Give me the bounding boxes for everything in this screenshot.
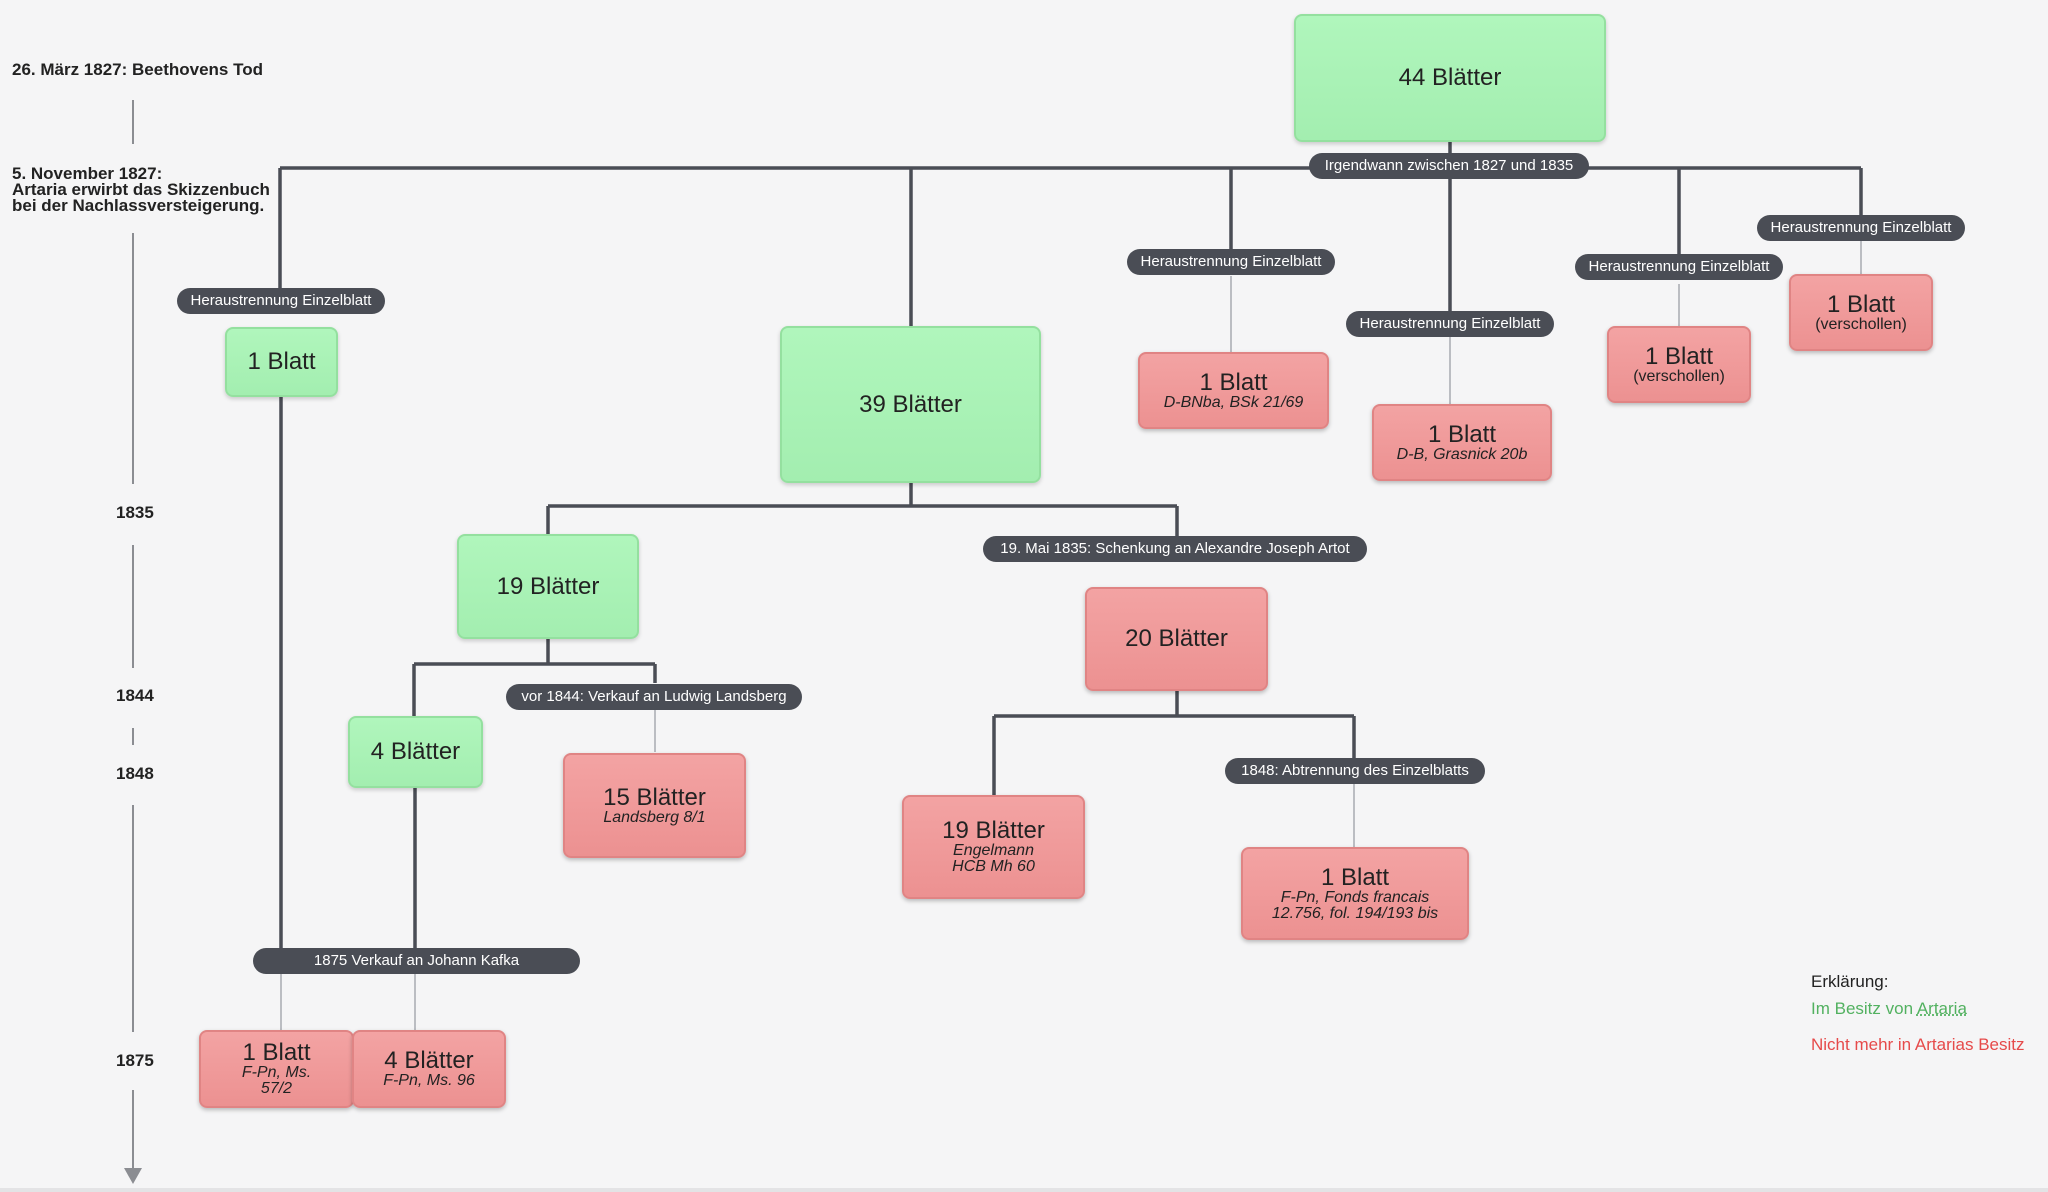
node-1-blatt-left: 1 Blatt (225, 327, 338, 397)
legend-title: Erklärung: (1811, 972, 1889, 991)
label-between-1827-1835: Irgendwann zwischen 1827 und 1835 (1309, 153, 1589, 179)
legend-not-in-possession: Nicht mehr in Artarias Besitz (1811, 1035, 2025, 1054)
label-abtrennung-einzelblatt: 1848: Abtrennung des Einzelblatts (1225, 758, 1485, 784)
node-f-pn-ms-96: 4 Blätter F-Pn, Ms. 96 (352, 1030, 506, 1108)
node-landsberg: 15 Blätter Landsberg 8/1 (563, 753, 746, 858)
label-heraustrennung-verschollen-1: Heraustrennung Einzelblatt (1575, 254, 1783, 280)
node-shelfmark: HCB Mh 60 (952, 858, 1035, 875)
node-note: (verschollen) (1633, 367, 1725, 385)
node-engelmann: 19 Blätter Engelmann HCB Mh 60 (902, 795, 1085, 899)
timeline-event-line: Artaria erwirbt das Skizzenbuch (12, 180, 270, 199)
node-note: (verschollen) (1815, 315, 1907, 333)
node-title: 1 Blatt (1644, 342, 1714, 370)
node-shelfmark: D-BNba, BSk 21/69 (1163, 393, 1304, 411)
node-shelfmark: Landsberg 8/1 (603, 808, 706, 826)
node-title: 4 Blätter (384, 1047, 474, 1074)
label-heraustrennung-verschollen-2: Heraustrennung Einzelblatt (1757, 215, 1965, 241)
node-shelfmark: F-Pn, Ms. 96 (383, 1072, 475, 1089)
label-heraustrennung-left: Heraustrennung Einzelblatt (177, 288, 385, 314)
timeline-arrow-icon (124, 1168, 142, 1184)
node-grasnick: 1 Blatt D-B, Grasnick 20b (1372, 404, 1552, 481)
node-shelfmark: D-B, Grasnick 20b (1396, 445, 1528, 463)
timeline-event-beethoven-death: 26. März 1827: Beethovens Tod (12, 60, 263, 79)
timeline-event-line: 5. November 1827: (12, 164, 163, 183)
node-shelfmark: F-Pn, Fonds francais (1280, 888, 1430, 906)
node-44-blaetter: 44 Blätter (1294, 14, 1606, 142)
node-title: 1 Blatt (1320, 863, 1390, 891)
label-heraustrennung-bnba: Heraustrennung Einzelblatt (1127, 249, 1335, 275)
timeline-year-1844: 1844 (116, 686, 154, 705)
node-title: 19 Blätter (496, 572, 600, 600)
node-shelfmark: 57/2 (260, 1080, 293, 1097)
node-d-bnba: 1 Blatt D-BNba, BSk 21/69 (1138, 352, 1329, 429)
node-shelfmark: 12.756, fol. 194/193 bis (1271, 904, 1439, 922)
timeline-year-1848: 1848 (116, 764, 154, 783)
node-4-blaetter: 4 Blätter (348, 716, 483, 788)
node-title: 4 Blätter (370, 738, 461, 765)
label-verkauf-kafka: 1875 Verkauf an Johann Kafka (253, 948, 580, 974)
node-title: 20 Blätter (1125, 625, 1228, 652)
node-f-pn-ms-57: 1 Blatt F-Pn, Ms. 57/2 (199, 1030, 354, 1108)
node-20-blaetter: 20 Blätter (1085, 587, 1268, 691)
label-schenkung-artot: 19. Mai 1835: Schenkung an Alexandre Jos… (983, 536, 1367, 562)
node-verschollen-1: 1 Blatt (verschollen) (1607, 326, 1751, 403)
legend-green-accent: Artaria (1916, 999, 1967, 1018)
node-title: 19 Blätter (942, 817, 1045, 844)
node-39-blaetter: 39 Blätter (780, 326, 1041, 483)
node-verschollen-2: 1 Blatt (verschollen) (1789, 274, 1933, 351)
node-title: 1 Blatt (1199, 368, 1268, 396)
node-title: 44 Blätter (1398, 64, 1502, 91)
legend-in-possession: Im Besitz von Artaria (1811, 999, 1967, 1019)
legend-green-text: Im Besitz von (1811, 999, 1917, 1018)
label-heraustrennung-grasnick: Heraustrennung Einzelblatt (1346, 311, 1554, 337)
node-fonds-francais: 1 Blatt F-Pn, Fonds francais 12.756, fol… (1241, 847, 1469, 940)
bottom-border (0, 1188, 2048, 1192)
node-title: 1 Blatt (1826, 290, 1896, 318)
node-19-blaetter: 19 Blätter (457, 534, 639, 639)
node-shelfmark: F-Pn, Ms. (241, 1064, 312, 1081)
node-title: 1 Blatt (247, 348, 316, 375)
node-title: 15 Blätter (603, 783, 706, 811)
node-title: 1 Blatt (242, 1039, 311, 1066)
timeline-event-line: bei der Nachlassversteigerung. (12, 196, 265, 215)
node-title: 39 Blätter (859, 390, 962, 418)
label-verkauf-landsberg: vor 1844: Verkauf an Ludwig Landsberg (506, 684, 802, 710)
node-shelfmark: Engelmann (953, 842, 1034, 859)
timeline-event-artaria-acquisition: 5. November 1827: Artaria erwirbt das Sk… (12, 164, 270, 215)
timeline-year-1835: 1835 (116, 503, 154, 522)
timeline-year-1875: 1875 (116, 1051, 154, 1070)
node-title: 1 Blatt (1427, 420, 1497, 448)
